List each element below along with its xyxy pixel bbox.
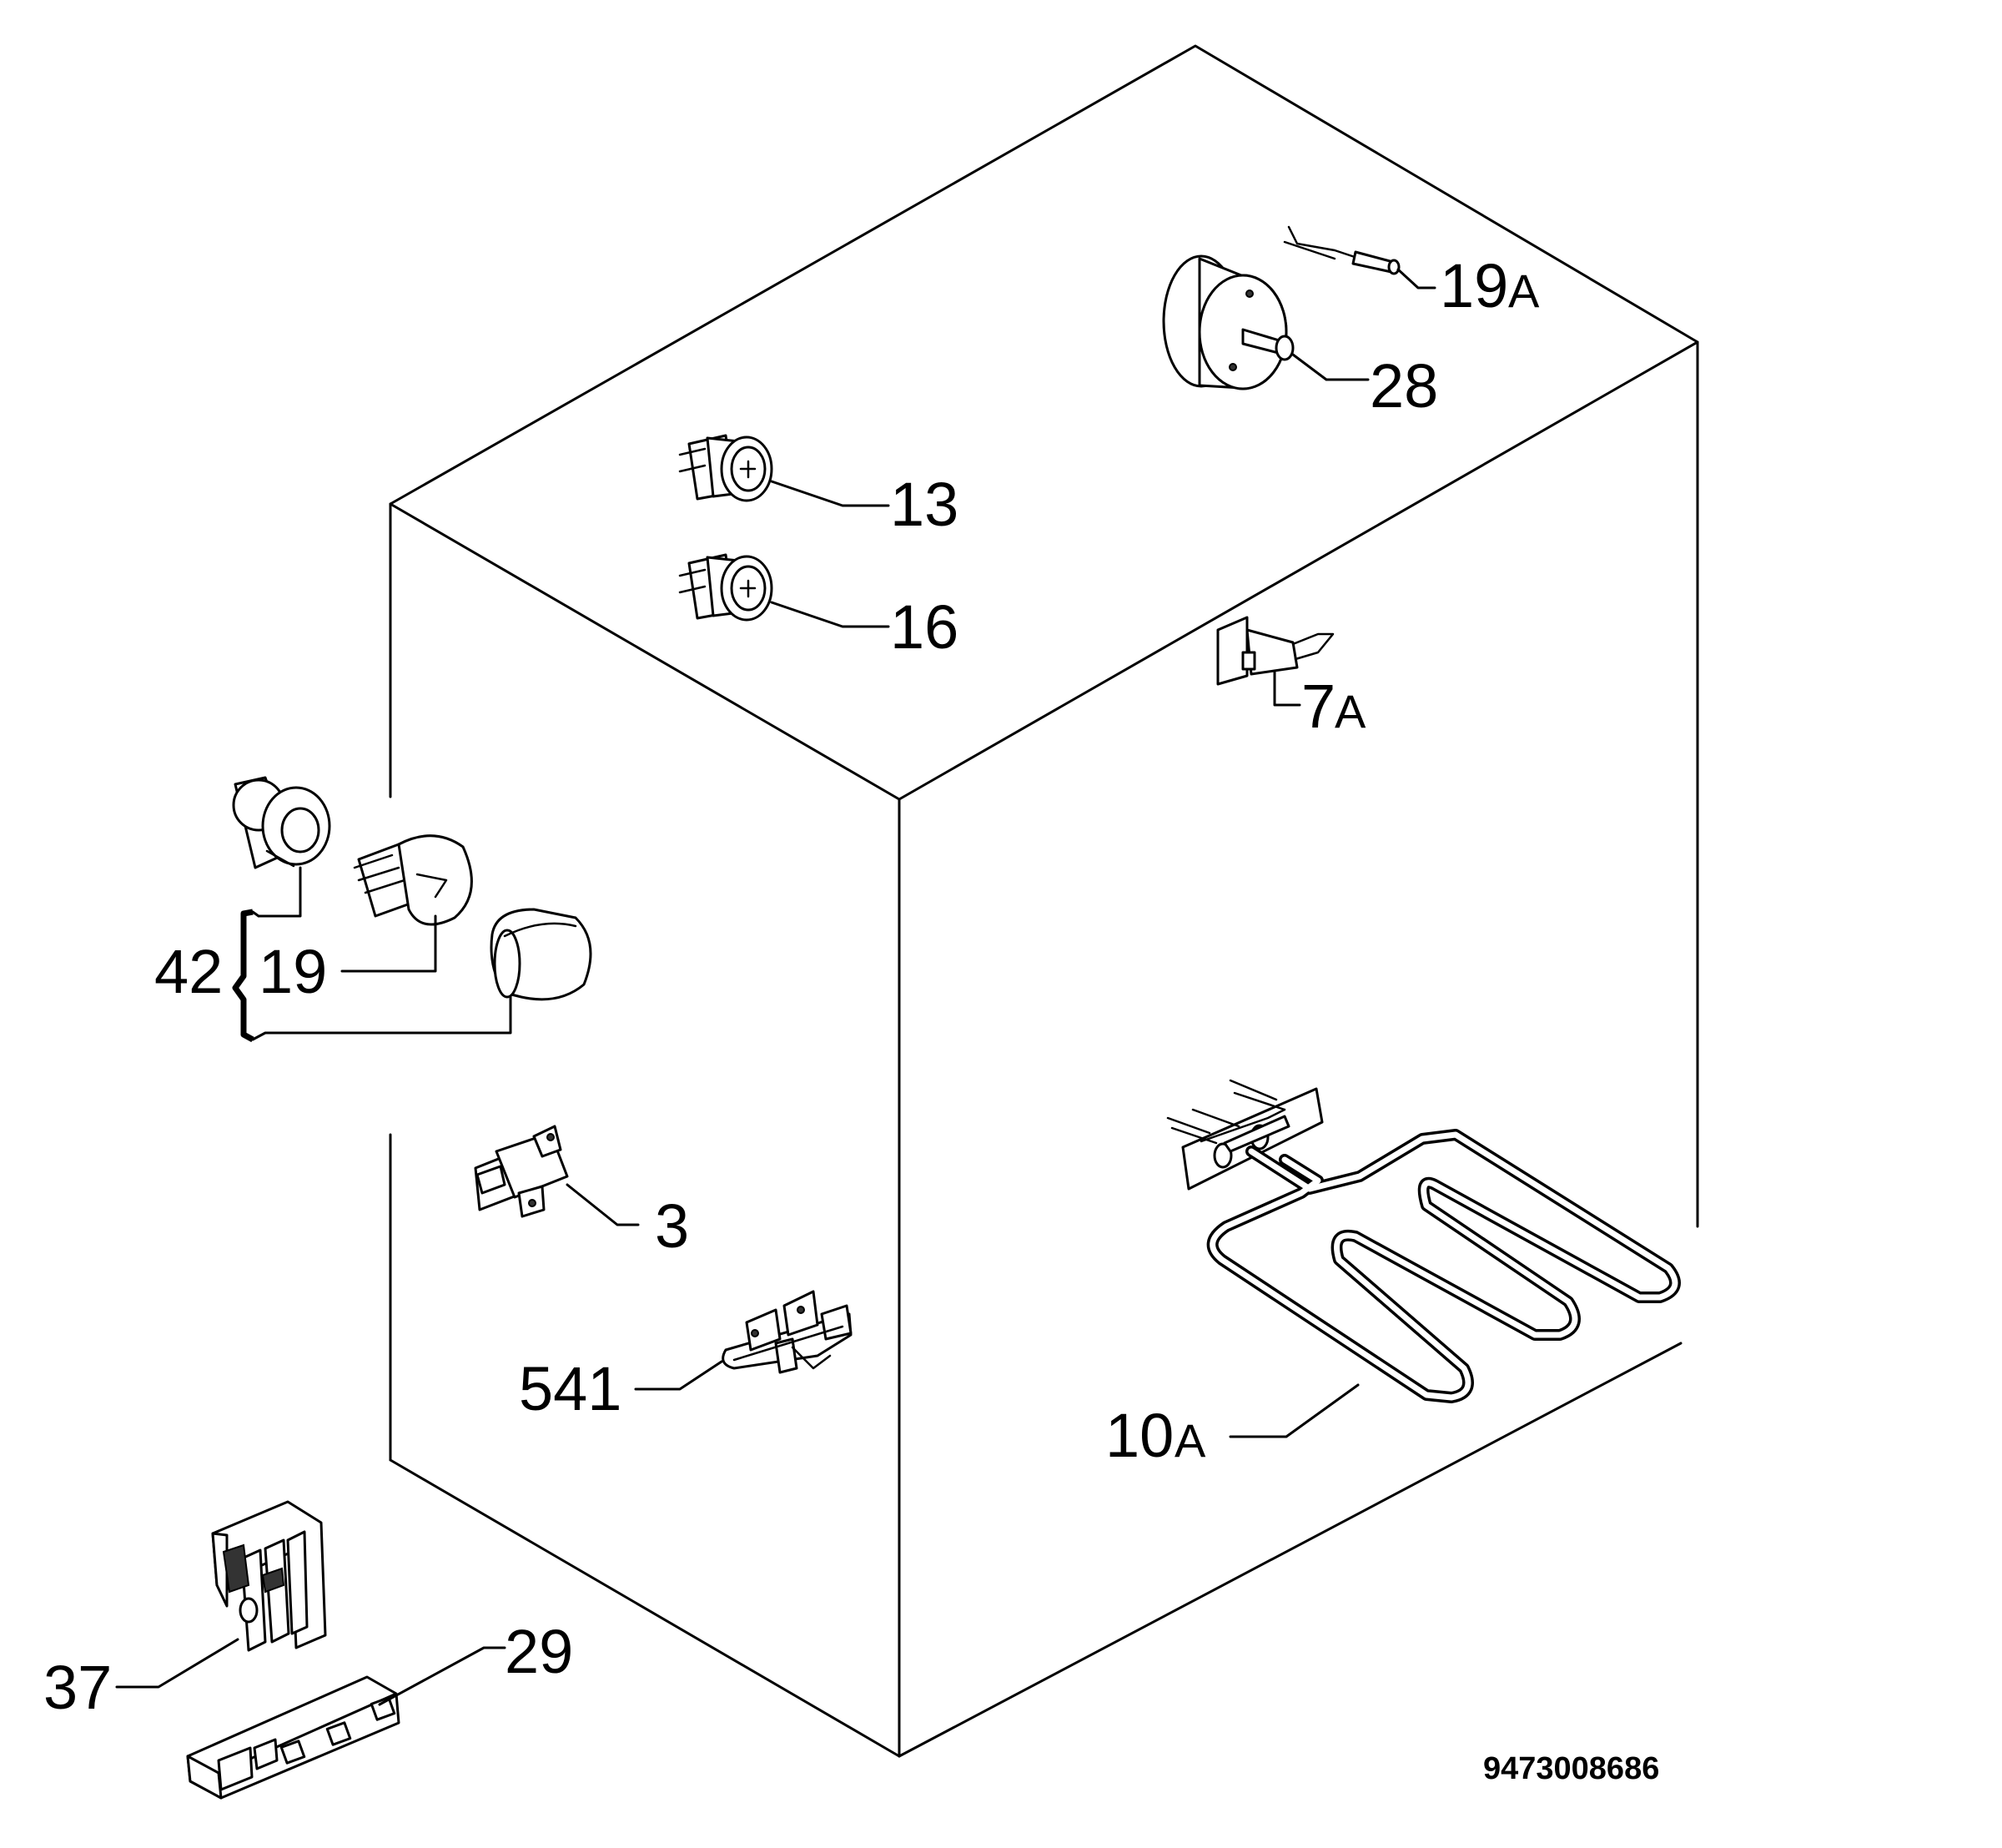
- label-part-16: 16: [890, 592, 958, 662]
- part-19a-probe: [1283, 225, 1436, 290]
- label-part-19a: 19 A: [1440, 251, 1540, 320]
- label-part-19: 19: [259, 937, 327, 1006]
- part-541-terminal-block: [634, 1290, 853, 1391]
- label-part-10a: 10 A: [1105, 1401, 1206, 1470]
- label-7a-suffix: A: [1335, 685, 1366, 738]
- document-number: 9473008686: [1483, 1751, 1659, 1786]
- part-16-indicator: [678, 553, 890, 628]
- label-7a-number: 7: [1301, 672, 1336, 741]
- label-part-13: 13: [890, 470, 958, 539]
- label-part-28: 28: [1370, 351, 1438, 420]
- part-13-indicator: [678, 434, 890, 507]
- label-part-42: 42: [154, 937, 223, 1006]
- label-19a-suffix: A: [1508, 264, 1540, 317]
- label-part-29: 29: [505, 1617, 573, 1686]
- label-10a-suffix: A: [1175, 1414, 1206, 1467]
- part-3-thermostat: [474, 1125, 640, 1226]
- label-part-3: 3: [655, 1191, 689, 1261]
- label-part-37: 37: [43, 1653, 112, 1722]
- part-10a-heating-element: [1166, 1079, 1681, 1438]
- part-42-lamp-assembly: [232, 776, 592, 1043]
- label-10a-number: 10: [1105, 1401, 1174, 1470]
- part-7a-microswitch: [1216, 616, 1335, 707]
- label-19a-number: 19: [1440, 251, 1508, 320]
- label-part-7a: 7 A: [1301, 672, 1366, 741]
- cabinet-outline: [389, 44, 1699, 1758]
- part-37-switch-block: [115, 1500, 327, 1689]
- label-part-541: 541: [519, 1354, 621, 1423]
- part-28-rotary-switch: [1162, 254, 1370, 390]
- part-29-ignition-block: [186, 1646, 506, 1800]
